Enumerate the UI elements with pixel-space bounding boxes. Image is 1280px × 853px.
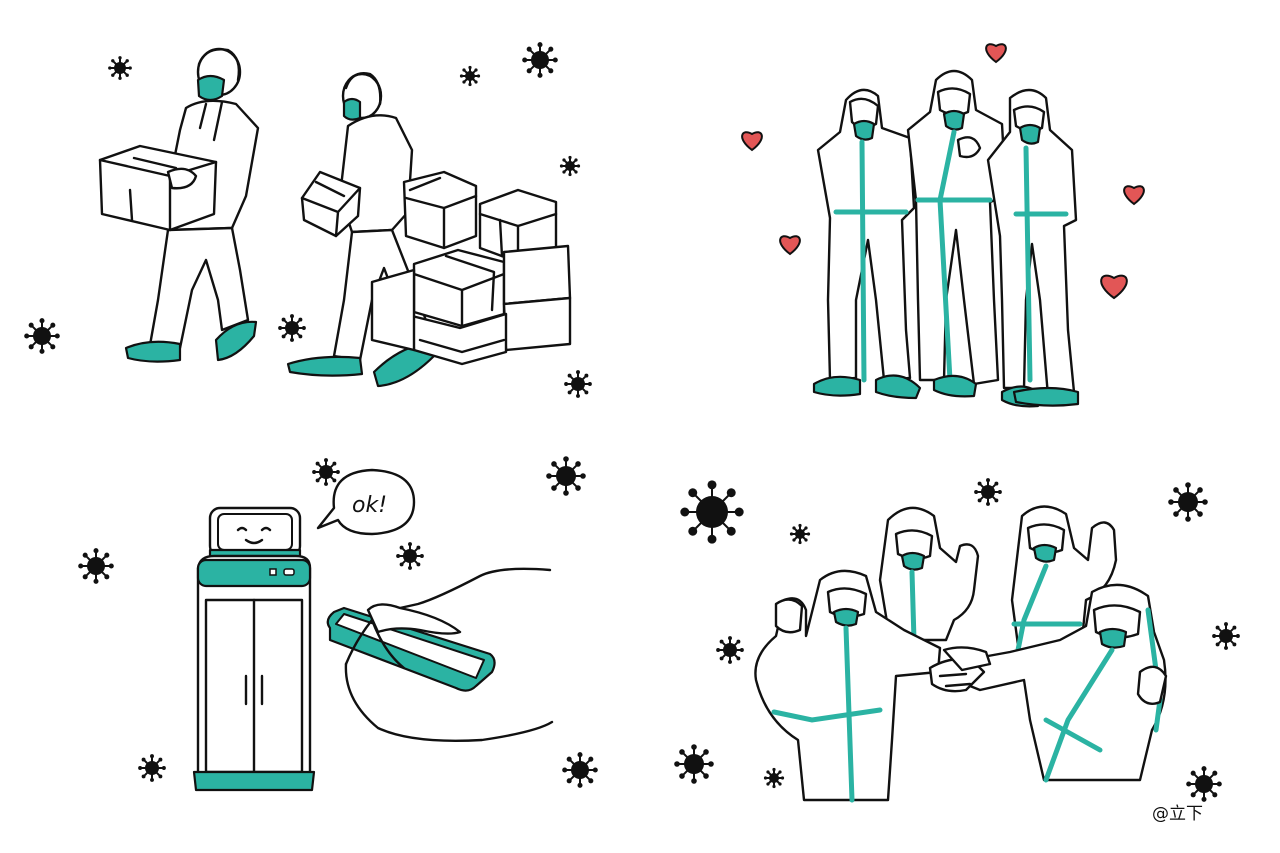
virus-icon	[559, 155, 581, 177]
team-worker-back-left	[878, 506, 980, 643]
speech-bubble-text: ok!	[352, 493, 387, 518]
medical-worker-right	[986, 88, 1080, 408]
virus-icon	[716, 636, 744, 664]
virus-icon	[138, 754, 166, 782]
medical-worker-middle	[906, 69, 1008, 398]
virus-icon	[763, 767, 785, 789]
virus-icon	[1168, 482, 1208, 522]
virus-icon	[1212, 622, 1240, 650]
virus-icon	[459, 65, 481, 87]
panel-robot-locker: ok!	[192, 468, 554, 792]
heart-icon	[1100, 274, 1128, 300]
virus-icon	[78, 548, 114, 584]
box-stack	[370, 170, 572, 366]
robot-locker-icon	[192, 506, 316, 792]
team-worker-front-right	[958, 583, 1168, 783]
smartphone-icon	[326, 606, 496, 692]
virus-icon	[396, 542, 424, 570]
virus-icon	[674, 744, 714, 784]
stacked-hands	[928, 646, 992, 693]
virus-icon	[312, 458, 340, 486]
team-worker-front-left	[754, 569, 942, 803]
virus-icon	[522, 42, 558, 78]
courier-figure-left	[98, 47, 260, 363]
heart-icon	[779, 235, 801, 256]
virus-icon	[278, 314, 306, 342]
courier-figure-right	[286, 72, 572, 388]
virus-layer	[24, 42, 1240, 802]
hand-holding-phone	[326, 567, 554, 742]
heart-icon	[1123, 185, 1145, 206]
delivery-box-icon	[300, 170, 362, 238]
virus-icon	[564, 370, 592, 398]
virus-icon	[562, 752, 598, 788]
heart-icon	[741, 131, 763, 152]
speech-bubble: ok!	[316, 468, 416, 536]
virus-icon	[1186, 766, 1222, 802]
virus-icon	[974, 478, 1002, 506]
virus-icon	[546, 456, 586, 496]
virus-icon	[789, 523, 811, 545]
virus-icon	[24, 318, 60, 354]
credit-text: @立下	[1152, 804, 1203, 824]
medical-worker-left	[812, 88, 922, 400]
panel-couriers	[98, 47, 572, 388]
panel-team-unity	[754, 505, 1168, 803]
heart-icon	[985, 43, 1007, 64]
delivery-box-icon	[98, 144, 218, 232]
virus-icon	[680, 480, 744, 544]
panel-medical-staff	[741, 43, 1145, 408]
virus-icon	[108, 56, 132, 80]
team-worker-back-right	[1010, 505, 1118, 663]
